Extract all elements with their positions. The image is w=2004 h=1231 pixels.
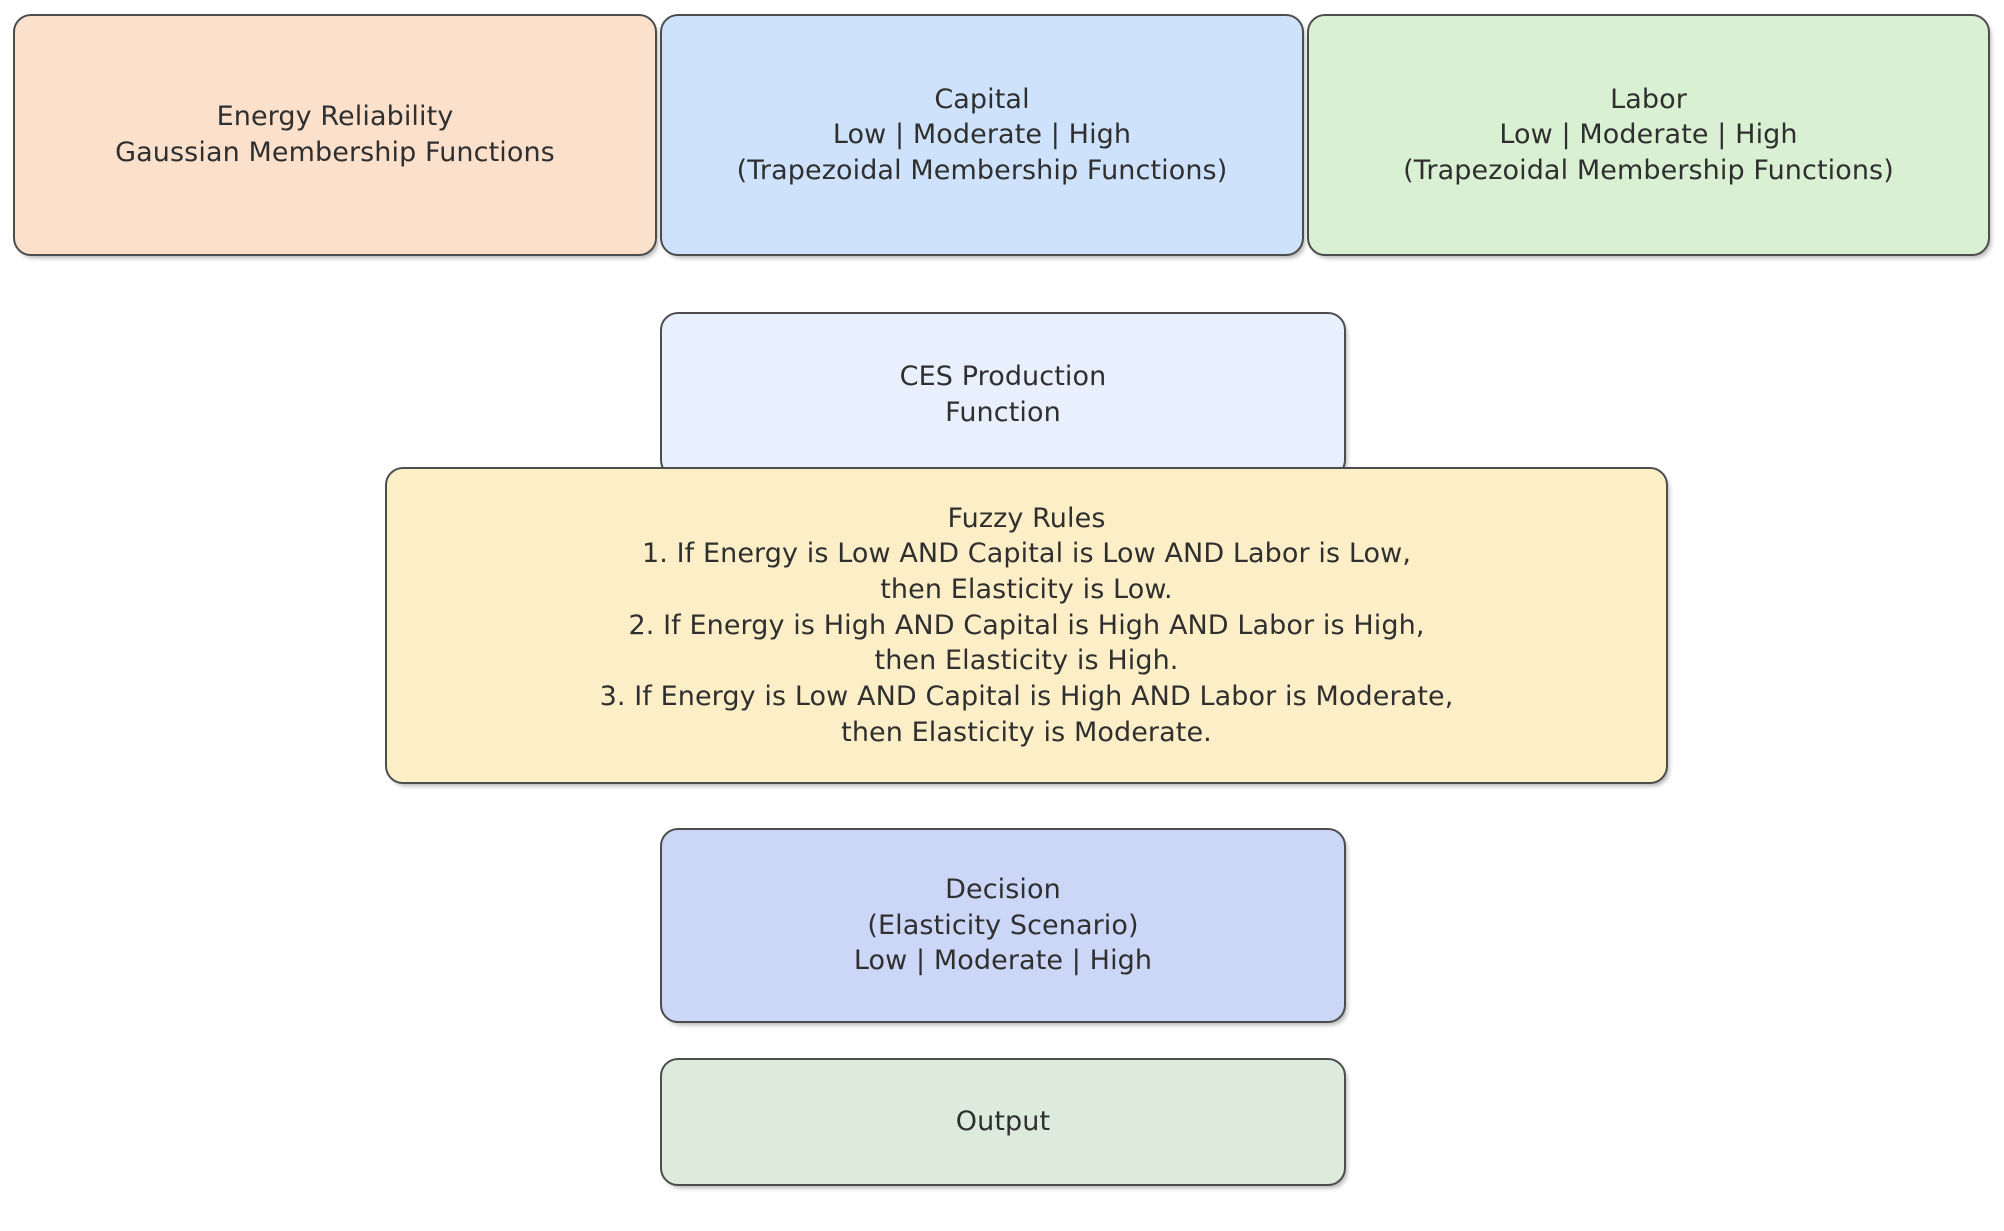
node-decision-label: Decision (Elasticity Scenario) Low | Mod… bbox=[853, 874, 1153, 977]
node-labor-label: Labor Low | Moderate | High (Trapezoidal… bbox=[1403, 83, 1894, 186]
node-capital[interactable]: Capital Low | Moderate | High (Trapezoid… bbox=[660, 14, 1304, 256]
node-output[interactable]: Output bbox=[660, 1058, 1346, 1186]
node-capital-label: Capital Low | Moderate | High (Trapezoid… bbox=[736, 83, 1228, 186]
node-decision[interactable]: Decision (Elasticity Scenario) Low | Mod… bbox=[660, 828, 1346, 1023]
node-fuzzy-rules[interactable]: Fuzzy Rules 1. If Energy is Low AND Capi… bbox=[385, 467, 1668, 784]
node-ces-production-function-label: CES Production Function bbox=[899, 361, 1107, 428]
node-energy-reliability[interactable]: Energy Reliability Gaussian Membership F… bbox=[13, 14, 657, 256]
node-ces-production-function[interactable]: CES Production Function bbox=[660, 312, 1346, 478]
node-energy-reliability-label: Energy Reliability Gaussian Membership F… bbox=[115, 101, 555, 168]
node-labor[interactable]: Labor Low | Moderate | High (Trapezoidal… bbox=[1307, 14, 1990, 256]
node-output-label: Output bbox=[955, 1106, 1051, 1138]
node-fuzzy-rules-label: Fuzzy Rules 1. If Energy is Low AND Capi… bbox=[599, 502, 1454, 748]
